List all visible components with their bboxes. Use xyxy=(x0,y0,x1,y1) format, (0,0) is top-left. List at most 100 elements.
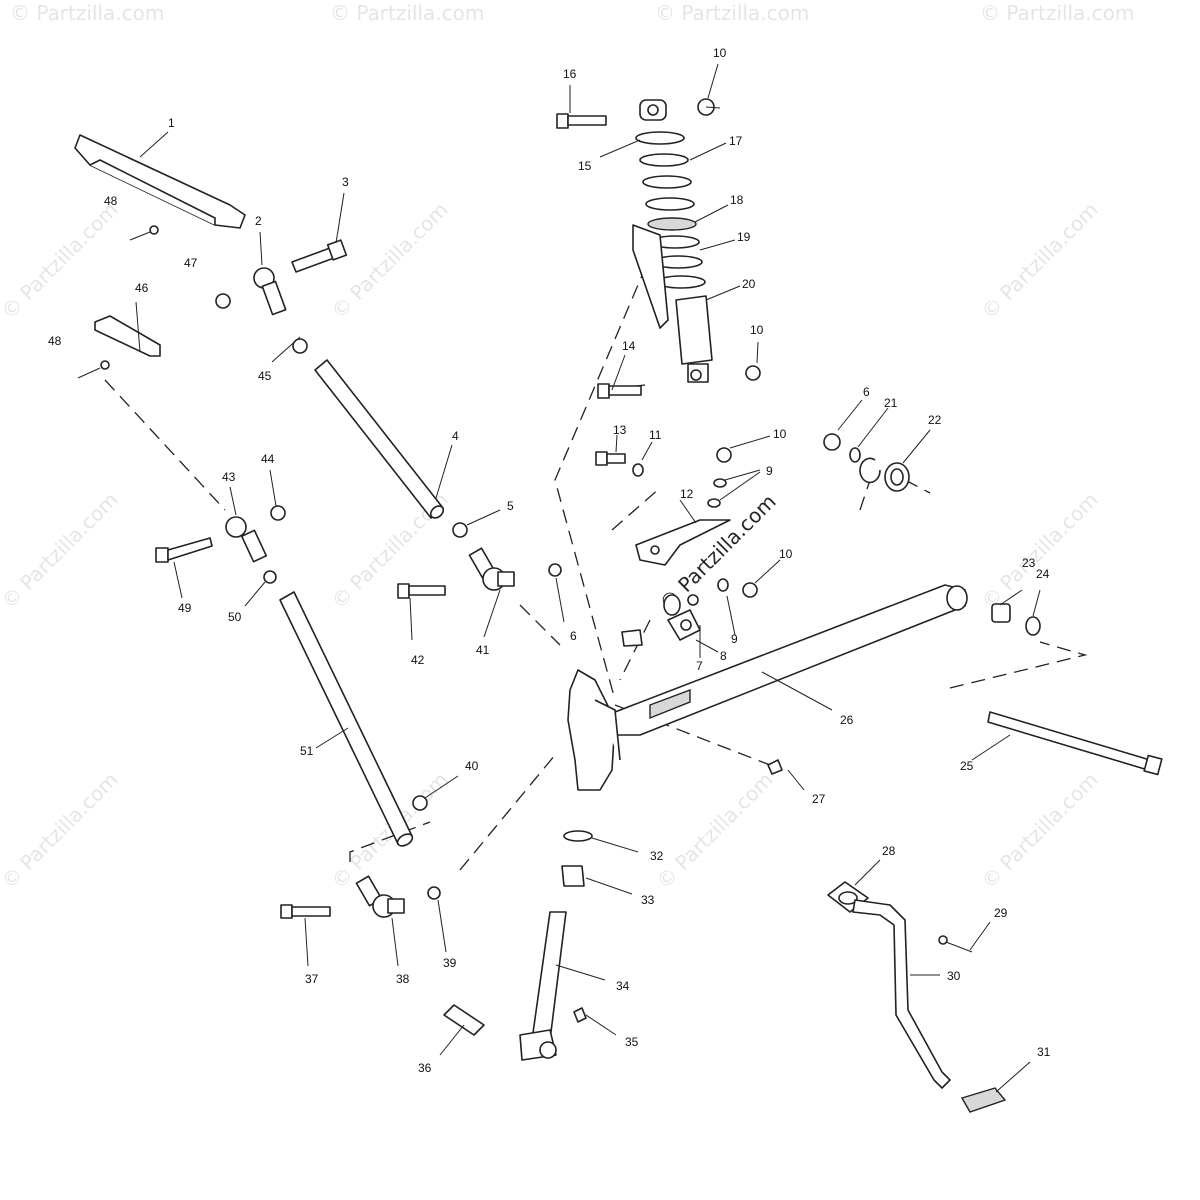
part-38-joint xyxy=(355,875,405,918)
callout-48-upper: 48 xyxy=(104,194,118,208)
callout-40: 40 xyxy=(465,759,479,773)
callout-34: 34 xyxy=(616,979,630,993)
watermark: © Partzilla.com xyxy=(977,197,1103,323)
callout-3: 3 xyxy=(342,175,349,189)
callout-44: 44 xyxy=(261,452,275,466)
callout-12: 12 xyxy=(680,487,694,501)
part-2-rod-end xyxy=(253,267,287,316)
callout-42: 42 xyxy=(411,653,425,667)
part-32-ring xyxy=(563,830,593,842)
callout-30: 30 xyxy=(947,969,961,983)
part-48-rivet xyxy=(77,225,159,379)
part-13-bolt xyxy=(595,451,626,466)
part-29-bolt xyxy=(938,935,973,953)
part-31-footpeg xyxy=(960,1087,1007,1113)
callout-38: 38 xyxy=(396,972,410,986)
callout-22: 22 xyxy=(928,413,942,427)
callout-46: 46 xyxy=(135,281,149,295)
part-26-a-arm xyxy=(567,584,968,791)
callout-50: 50 xyxy=(228,610,242,624)
part-33-bushing xyxy=(561,865,585,887)
callout-14: 14 xyxy=(622,339,636,353)
callout-49: 49 xyxy=(178,601,192,615)
callout-7: 7 xyxy=(696,659,703,673)
callout-39: 39 xyxy=(443,956,457,970)
part-3-bolt xyxy=(291,239,348,273)
part-23-spacer xyxy=(991,603,1011,623)
callout-labels: 1 2 3 4 5 6 6 7 8 9 9 10 10 10 10 11 12 … xyxy=(48,46,1051,1075)
callout-4: 4 xyxy=(452,429,459,443)
callout-11: 11 xyxy=(649,428,662,442)
hardware-nuts xyxy=(215,98,1041,900)
part-51-lower-tube xyxy=(279,591,414,847)
callout-27: 27 xyxy=(812,792,826,806)
part-46-plate xyxy=(94,315,161,357)
part-1-frame-bracket xyxy=(74,134,246,229)
part-34-spindle xyxy=(519,911,567,1061)
part-37-bolt xyxy=(280,904,331,919)
callout-29: 29 xyxy=(994,906,1008,920)
shock-absorber xyxy=(632,99,713,383)
part-4-upper-tube xyxy=(314,359,445,519)
callout-47: 47 xyxy=(184,256,198,270)
callout-17: 17 xyxy=(729,134,743,148)
callout-26: 26 xyxy=(840,713,854,727)
callout-31: 31 xyxy=(1037,1045,1051,1059)
callout-41: 41 xyxy=(476,643,490,657)
part-49-bolt xyxy=(155,537,213,563)
watermark: © Partzilla.com xyxy=(655,1,809,25)
callout-24: 24 xyxy=(1036,567,1050,581)
callout-18: 18 xyxy=(730,193,744,207)
callout-16: 16 xyxy=(563,67,577,81)
watermark: © Partzilla.com xyxy=(0,197,123,323)
part-14-bolt xyxy=(597,383,642,399)
part-43-rod-end xyxy=(225,516,268,563)
part-12-bracket xyxy=(635,519,731,566)
part-7-bushing xyxy=(621,629,643,647)
part-30-step-bar xyxy=(852,899,951,1089)
watermark: © Partzilla.com xyxy=(330,1,484,25)
watermark: © Partzilla.com xyxy=(327,767,453,893)
callout-20: 20 xyxy=(742,277,756,291)
callout-10-shock: 10 xyxy=(750,323,764,337)
part-16-bolt xyxy=(556,113,607,129)
callout-36: 36 xyxy=(418,1061,432,1075)
part-25-long-bolt xyxy=(987,711,1163,776)
callout-13: 13 xyxy=(613,423,627,437)
callout-51: 51 xyxy=(300,744,314,758)
callout-28: 28 xyxy=(882,844,896,858)
part-41-joint xyxy=(468,547,515,591)
callout-15: 15 xyxy=(578,159,592,173)
callout-21: 21 xyxy=(884,396,898,410)
callout-45: 45 xyxy=(258,369,272,383)
part-8-rod-end xyxy=(663,594,701,641)
callout-5: 5 xyxy=(507,499,514,513)
callout-35: 35 xyxy=(625,1035,639,1049)
watermark: © Partzilla.com xyxy=(10,1,164,25)
callout-43: 43 xyxy=(222,470,236,484)
callout-6-upper: 6 xyxy=(863,385,870,399)
callout-10-bracket: 10 xyxy=(773,427,787,441)
callout-8: 8 xyxy=(720,649,727,663)
callout-19: 19 xyxy=(737,230,751,244)
callout-2: 2 xyxy=(255,214,262,228)
callout-25: 25 xyxy=(960,759,974,773)
watermark: © Partzilla.com xyxy=(980,1,1134,25)
watermark: © Partzilla.com xyxy=(0,487,123,613)
callout-32: 32 xyxy=(650,849,664,863)
part-36-sleeve xyxy=(443,1004,485,1036)
callout-9-upper: 9 xyxy=(766,464,773,478)
callout-10-lower: 10 xyxy=(779,547,793,561)
watermark: © Partzilla.com xyxy=(327,197,453,323)
callout-6-lower: 6 xyxy=(570,629,577,643)
callout-23: 23 xyxy=(1022,556,1036,570)
part-27-grease-fitting xyxy=(767,759,783,775)
watermark: © Partzilla.com xyxy=(0,767,123,893)
callout-10-top: 10 xyxy=(713,46,727,60)
callout-1: 1 xyxy=(168,116,175,130)
watermark: © Partzilla.com xyxy=(977,767,1103,893)
callout-33: 33 xyxy=(641,893,655,907)
leader-lines xyxy=(135,63,1041,1093)
callout-9-lower: 9 xyxy=(731,632,738,646)
